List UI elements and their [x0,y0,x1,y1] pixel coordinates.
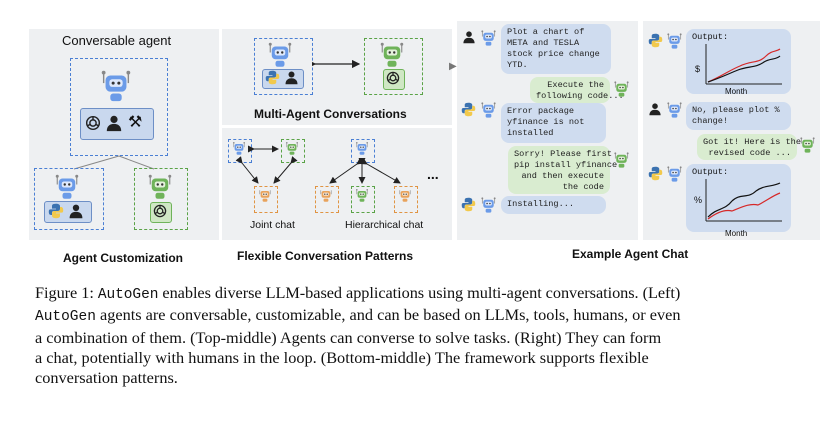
green-robot-icon [377,39,407,69]
conversable-agent-title: Conversable agent [62,33,172,48]
blue-robot-icon [665,164,684,183]
caption-line: AutoGen agents are conversable, customiz… [35,305,805,327]
human-icon [68,203,84,219]
output-label: Output: [692,32,729,42]
caption-line: a chat, potentially with humans in the l… [35,348,805,368]
figure-caption: Figure 1: AutoGen enables diverse LLM-ba… [35,283,805,388]
human-icon [284,70,299,85]
caption-text: agents are conversable, customizable, an… [95,305,681,325]
hier-mid-agent [351,186,375,213]
joint-chat-label: Joint chat [250,219,295,231]
python-icon [648,166,663,181]
hierarchical-chat-label: Hierarchical chat [345,219,424,231]
ellipsis-marker: ... [427,166,439,182]
llm-agent-box [134,168,188,230]
chat-continue-arrow: ▶ [449,61,457,72]
middle-top-panel [222,29,452,125]
caption-text: Figure 1: [35,283,98,302]
caption-text: enables diverse LLM-based applications u… [158,283,681,302]
left-connectors [73,155,155,170]
openai-icon [385,70,401,86]
green-robot-icon [798,135,817,154]
tools-icon: ⚒ [128,114,143,131]
caption-text: a chat, potentially with humans in the l… [35,347,649,367]
human-icon [462,30,476,44]
hierarchical-chat-arrows [329,157,401,184]
chat-message: Installing... [501,196,606,214]
chat-message: Got it! Here is the revised code ... [697,134,801,160]
caption-line: Figure 1: AutoGen enables diverse LLM-ba… [35,283,805,305]
caption-line: conversation patterns. [35,368,805,388]
agent-customization-label: Agent Customization [63,251,183,265]
python-icon [648,33,663,48]
chat-message: Error package yfinance is not installed [501,103,606,143]
chat-message: Execute the following code... [530,77,624,103]
output-label: Output: [692,167,729,177]
hier-left-agent [315,186,339,213]
chart1-xlabel: Month [725,87,748,96]
capabilities-card [80,108,154,140]
blue-robot-icon [479,28,498,47]
blue-robot-icon [265,39,295,69]
flexible-conversation-patterns-label: Flexible Conversation Patterns [237,249,414,263]
blue-robot-icon [665,31,684,50]
python-icon [461,102,476,117]
output-bubble-1 [686,29,791,94]
example-agent-chat-label: Example Agent Chat [572,247,689,261]
multi-agent-conversations-label: Multi-Agent Conversations [254,107,407,121]
hier-right-agent [394,186,418,213]
green-robot-icon [612,79,631,98]
blue-robot-icon [52,171,82,201]
chart2-ylabel: % [694,195,703,205]
bidirectional-arrow [312,59,361,69]
python-icon [461,197,476,212]
output-chart-1 [705,44,782,85]
blue-robot-icon [479,195,498,214]
chat-message: No, please plot % change! [686,102,791,130]
conversable-agent-box [70,58,168,156]
python-agent-box [34,168,104,230]
caption-line: a combination of them. (Top-middle) Agen… [35,328,805,348]
green-robot-icon [612,150,631,169]
openai-icon [152,203,168,219]
mac-green-agent-box [364,38,423,95]
blue-robot-icon [479,100,498,119]
python-icon [265,70,280,85]
caption-text: a combination of them. (Top-middle) Agen… [35,327,662,347]
caption-code: AutoGen [97,287,159,303]
joint-chat-arrows [235,145,298,184]
output-chart-2 [705,179,782,222]
joint-orange-agent [254,186,278,213]
chat-message: Sorry! Please first pip install yfinance… [508,146,617,194]
caption-code: AutoGen [35,309,96,326]
chart2-xlabel: Month [725,229,748,238]
python-icon [48,203,64,219]
human-icon [648,102,662,116]
green-robot-icon [145,171,175,201]
chart1-ylabel: $ [695,64,701,74]
blue-robot-icon [665,100,684,119]
caption-text: conversation patterns. [35,368,178,388]
chat-message: Plot a chart of META and TESLA stock pri… [501,24,611,74]
